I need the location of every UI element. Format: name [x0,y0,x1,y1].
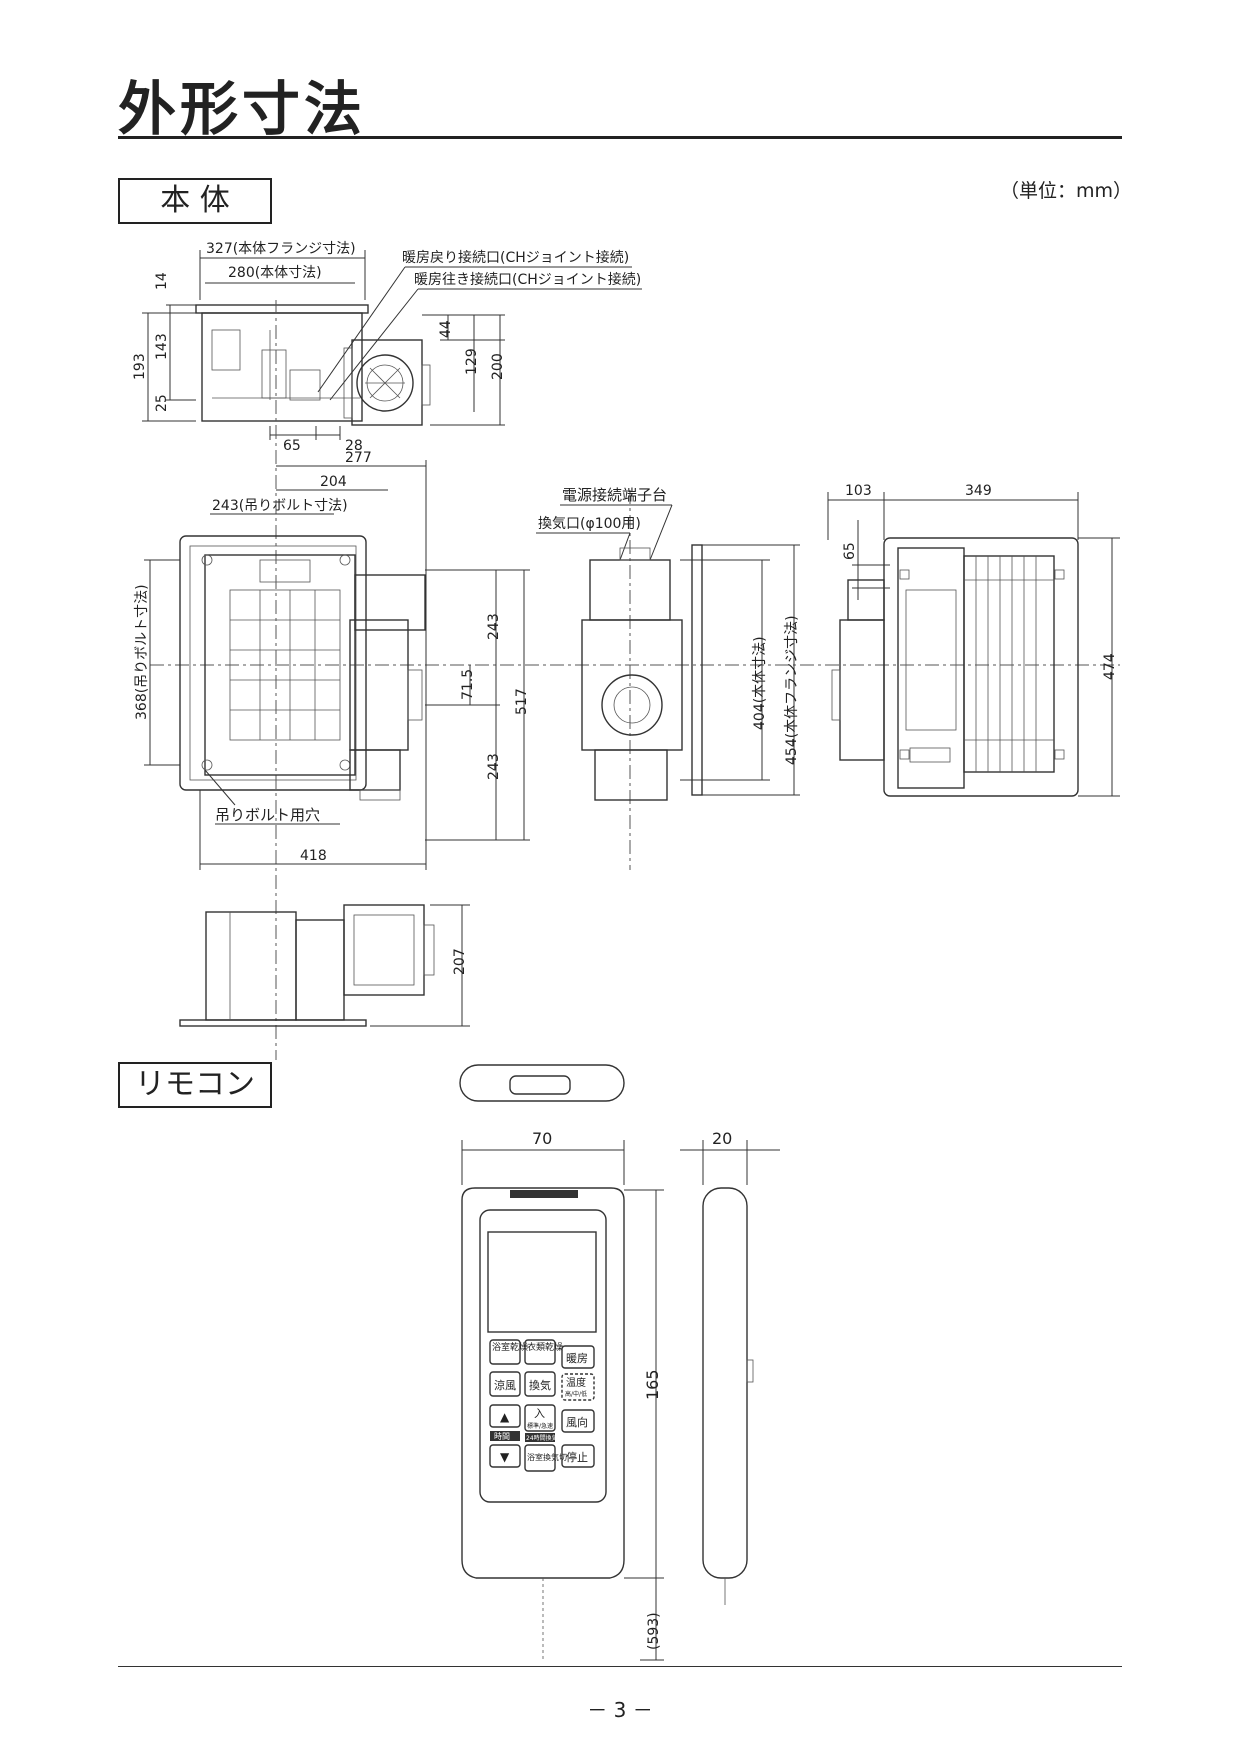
dim-body-height: 404(本体寸法) [752,636,768,730]
dim-418: 418 [300,848,327,864]
dim-remote-height: 165 [643,1369,662,1400]
btn-bath-vent[interactable]: 浴室換気切 [527,1452,567,1462]
grille-view: 103 349 65 474 [827,483,1120,797]
dim-517: 517 [514,688,530,715]
dim-129: 129 [464,348,480,375]
btn-dir[interactable]: 風向 [566,1415,588,1429]
dim-bolt-pitch: 243(吊りボルト寸法) [212,498,348,514]
page-number: － 3 － [587,1698,653,1722]
dim-body-width: 280(本体寸法) [228,265,322,281]
section-label-remote: リモコン [118,1062,272,1108]
dim-193: 193 [132,353,148,380]
dim-25: 25 [154,394,170,412]
btn-stop[interactable]: 停止 [566,1450,588,1464]
dim-65b: 65 [842,542,858,560]
btn-on[interactable]: 入 [534,1407,545,1420]
btn-cloth-dry[interactable]: 衣類乾燥 [527,1341,563,1353]
dim-207: 207 [452,948,468,975]
btn-heat[interactable]: 暖房 [566,1352,588,1365]
dim-14: 14 [154,272,170,290]
page-title: 外形寸法 [118,75,367,143]
dim-243-top: 243 [486,613,502,640]
dim-44: 44 [438,320,454,338]
footer-rule [118,1666,1122,1667]
unit-note: （単位：mm） [1000,180,1133,202]
btn-down-icon[interactable]: ▼ [500,1450,510,1464]
btn-temp[interactable]: 温度 [566,1376,586,1389]
remote-views: 70 浴室乾燥 衣類乾燥 暖房 涼風 換気 温度 高/中/低 ▲ 入 標準/急速 [459,1064,780,1661]
dim-277: 277 [345,450,372,466]
dim-200: 200 [490,353,506,380]
dim-103: 103 [845,483,872,499]
ir-window [510,1190,578,1198]
dim-flange-height: 454(本体フランジ寸法) [784,615,800,765]
dim-remote-width: 70 [532,1129,552,1148]
dim-cord: (593) [646,1612,662,1650]
side-view: 電源接続端子台 換気口(φ100用) 404(本体寸法) 454(本体フランジ寸… [536,486,800,870]
label-vent: 換気口(φ100用) [538,516,641,532]
dim-65: 65 [283,438,301,454]
dim-28: 28 [345,438,363,454]
title-rule [118,136,1122,139]
dim-143: 143 [154,333,170,360]
front-view: 327(本体フランジ寸法) 280(本体寸法) 暖房戻り接続口(CHジョイント接… [132,241,642,454]
dim-remote-depth: 20 [712,1129,732,1148]
label-timer: 時間 [494,1432,510,1441]
label-timer24: 24時間換気 [526,1434,558,1442]
label-return-port: 暖房戻り接続口(CHジョイント接続) [402,249,629,266]
section-label-main-unit: 本 体 [118,178,272,224]
lower-side-view: 207 [179,904,470,1027]
plan-view: 277 204 243(吊りボルト寸法) 吊りボルト用穴 [134,300,1120,1060]
dim-flange-width: 327(本体フランジ寸法) [206,241,356,257]
dim-474: 474 [1102,653,1118,680]
btn-temp-sub: 高/中/低 [565,1390,587,1398]
label-bolt-hole: 吊りボルト用穴 [215,806,320,824]
label-terminal: 電源接続端子台 [562,486,667,504]
btn-on-sub: 標準/急速 [527,1422,553,1430]
dim-204: 204 [320,474,347,490]
btn-vent[interactable]: 換気 [529,1378,551,1392]
label-supply-port: 暖房往き接続口(CHジョイント接続) [414,271,641,288]
dim-bolt-pitch-v: 368(吊りボルト寸法) [134,584,150,720]
btn-cool[interactable]: 涼風 [494,1378,516,1392]
dim-243-bottom: 243 [486,753,502,780]
dim-71-5: 71.5 [460,669,476,700]
dim-349: 349 [965,483,992,499]
btn-up-icon[interactable]: ▲ [500,1410,510,1424]
btn-bath-dry[interactable]: 浴室乾燥 [492,1341,528,1353]
